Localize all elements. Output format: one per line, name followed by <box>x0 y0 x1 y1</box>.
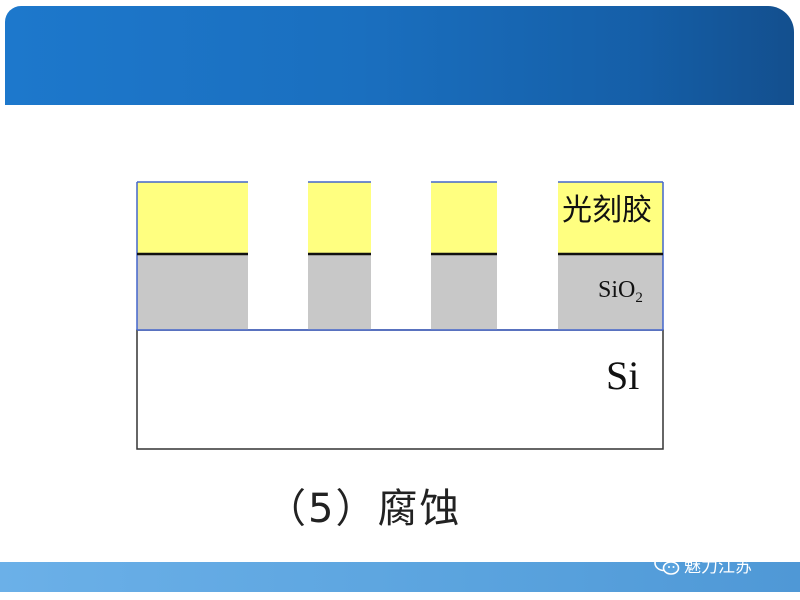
photoresist-block-3 <box>431 182 497 254</box>
photoresist-block-2 <box>308 182 371 254</box>
sio2-label-subscript: 2 <box>635 290 643 306</box>
sio2-block-2 <box>308 254 371 330</box>
sio2-block-1 <box>137 254 248 330</box>
bottom-strip <box>0 592 800 600</box>
photoresist-label: 光刻胶 <box>562 193 652 228</box>
header-banner <box>5 6 794 105</box>
watermark-text: 魅力江苏 <box>684 557 752 577</box>
sio2-label: SiO2 <box>598 278 643 306</box>
sio2-block-3 <box>431 254 497 330</box>
watermark: 魅力江苏 <box>654 552 752 577</box>
si-label: Si <box>606 353 640 398</box>
si-substrate <box>136 329 664 450</box>
photoresist-block-4 <box>558 182 663 254</box>
wechat-icon <box>654 554 680 575</box>
photoresist-block-1 <box>137 182 248 254</box>
sio2-block-4 <box>558 254 663 330</box>
step-caption: （5）腐蚀 <box>266 486 462 532</box>
photoresist-outline <box>136 181 664 330</box>
sio2-label-base: SiO <box>598 277 636 303</box>
